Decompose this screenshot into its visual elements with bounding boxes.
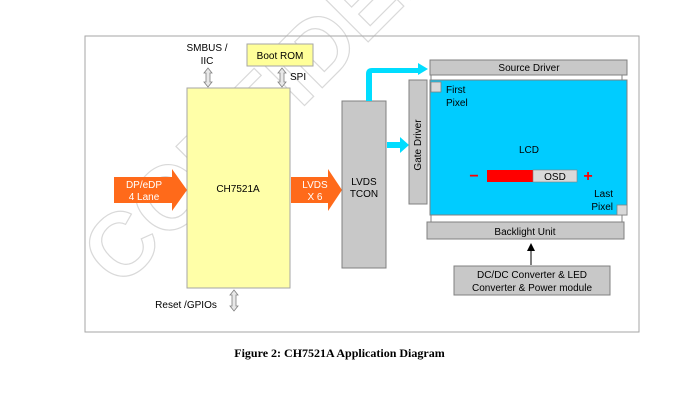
spi-label: SPI: [290, 72, 306, 83]
dcdc-label-line1: DC/DC Converter & LED: [477, 270, 587, 281]
spi-arrow: [277, 67, 287, 88]
boot-rom-label: Boot ROM: [257, 51, 304, 62]
first-pixel-label-line1: First: [446, 85, 466, 96]
first-pixel-marker: [430, 81, 442, 93]
tcon-label-line2: TCON: [350, 189, 378, 200]
boot-rom-block: [246, 43, 314, 67]
backlight-block: [426, 221, 625, 240]
lvds-arrow: [291, 169, 342, 211]
lvds-tcon-block: [341, 100, 387, 269]
input-label-line2: 4 Lane: [129, 192, 160, 203]
diagram-frame: [84, 35, 640, 333]
lvds-label-line2: X 6: [307, 192, 322, 203]
smbus-label: SMBUS /: [186, 43, 227, 54]
input-label-line1: DP/eDP: [126, 180, 162, 191]
gate-driver-block: [408, 79, 428, 205]
osd-remaining: [532, 169, 578, 183]
last-pixel-label-line2: Pixel: [591, 202, 613, 213]
osd-level-fill: [487, 170, 533, 182]
lcd-label: LCD: [519, 145, 539, 156]
ch7521a-chip: [186, 87, 291, 289]
lvds-label-line1: LVDS: [302, 180, 328, 191]
source-driver-block: [429, 59, 628, 76]
last-pixel-label-line1: Last: [594, 189, 613, 200]
first-pixel-label-line2: Pixel: [446, 98, 468, 109]
reset-arrow: [229, 289, 239, 312]
backlight-label: Backlight Unit: [494, 227, 555, 238]
tcon-label-line1: LVDS: [351, 177, 377, 188]
lcd-panel: [429, 79, 628, 216]
osd-label: OSD: [544, 172, 566, 183]
chip-label: CH7521A: [216, 184, 260, 195]
osd-minus: −: [469, 168, 478, 185]
gate-driver-arrow: [387, 137, 409, 153]
osd-plus: +: [583, 168, 592, 185]
gate-driver-label: Gate Driver: [413, 119, 424, 171]
last-pixel-marker: [616, 204, 628, 216]
smbus-arrow: [203, 67, 213, 88]
reset-label: Reset /GPIOs: [155, 300, 217, 311]
dcdc-converter-block: [453, 265, 611, 296]
figure-caption: Figure 2: CH7521A Application Diagram: [234, 346, 445, 360]
iic-label: IIC: [201, 56, 214, 67]
input-arrow: [114, 169, 187, 211]
source-driver-arrow: [366, 63, 428, 101]
dcdc-label-line2: Converter & Power module: [472, 283, 592, 294]
source-driver-label: Source Driver: [498, 63, 560, 74]
